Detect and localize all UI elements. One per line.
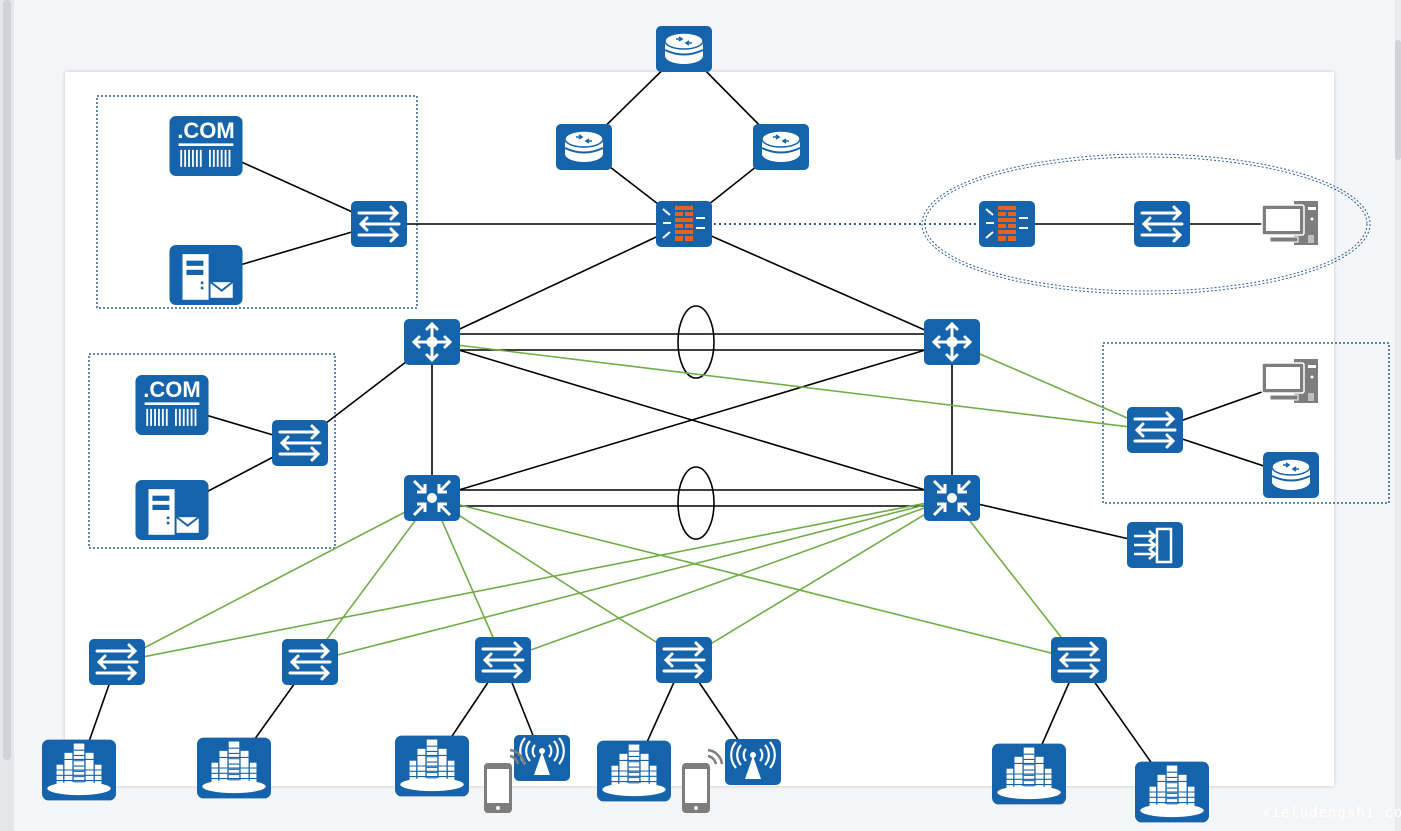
node-pc-branch[interactable] [1261, 359, 1319, 404]
right-scrollbar[interactable] [1395, 0, 1401, 831]
node-access-4[interactable] [656, 637, 712, 683]
node-building-2[interactable] [197, 737, 271, 799]
link-core-2-switch-branch [951, 341, 1156, 431]
building-icon [597, 740, 671, 802]
node-pc-remote[interactable] [1261, 201, 1319, 246]
mail-server-icon [135, 480, 209, 540]
node-router-branch[interactable] [1263, 452, 1319, 498]
link-agg-2-ips [951, 497, 1156, 546]
node-access-5[interactable] [1051, 637, 1107, 683]
switch-icon [272, 420, 328, 466]
right-scrollbar-thumb[interactable] [1395, 40, 1401, 160]
wireless-ap-icon [725, 739, 781, 785]
link-agg-2-access-3 [502, 497, 953, 661]
node-access-1[interactable] [89, 639, 145, 685]
link-agg-1-access-5 [431, 497, 1080, 661]
signal-icon [707, 748, 724, 765]
node-agg-2[interactable] [924, 475, 980, 521]
switch-icon [475, 637, 531, 683]
link-firewall-main-core-2 [683, 223, 953, 343]
firewall-icon [656, 201, 712, 247]
router-icon [556, 124, 612, 170]
link-agg-2-access-2 [309, 497, 953, 663]
node-building-3[interactable] [395, 735, 469, 797]
phone-icon [484, 763, 512, 813]
pc-icon [1261, 201, 1319, 246]
node-mail-server-1[interactable] [169, 245, 243, 305]
firewall-icon [979, 201, 1035, 247]
node-building-6[interactable] [1135, 761, 1209, 823]
node-router-right[interactable] [753, 124, 809, 170]
node-switch-remote[interactable] [1134, 201, 1190, 247]
node-mail-server-2[interactable] [135, 480, 209, 540]
node-phone-1[interactable] [484, 748, 526, 813]
node-firewall-remote[interactable] [979, 201, 1035, 247]
l3-switch-icon [404, 319, 460, 365]
node-access-3[interactable] [475, 637, 531, 683]
link-agg-1-access-4 [431, 497, 685, 661]
switch-icon [1051, 637, 1107, 683]
node-switch-dc1[interactable] [351, 201, 407, 247]
aggregation-switch-icon [924, 475, 980, 521]
dns-server-2-label: .COM [143, 377, 200, 402]
link-aggregation-marker [677, 305, 715, 379]
link-agg-2-access-4 [683, 497, 953, 661]
l3-switch-icon [924, 319, 980, 365]
node-building-4[interactable] [597, 740, 671, 802]
node-firewall-main[interactable] [656, 201, 712, 247]
link-agg-2-access-5 [951, 497, 1080, 661]
node-switch-branch[interactable] [1127, 407, 1183, 453]
building-icon [42, 739, 116, 801]
link-aggregation-marker [677, 466, 715, 540]
switch-icon [351, 201, 407, 247]
node-core-2[interactable] [924, 319, 980, 365]
left-scrollbar-thumb[interactable] [3, 0, 11, 760]
switch-icon [89, 639, 145, 685]
node-ips[interactable] [1127, 522, 1183, 568]
router-icon [656, 26, 712, 72]
building-icon [1135, 761, 1209, 823]
ips-icon [1127, 522, 1183, 568]
link-agg-1-access-3 [431, 497, 504, 661]
node-router-left[interactable] [556, 124, 612, 170]
node-agg-1[interactable] [404, 475, 460, 521]
node-ap-2[interactable] [725, 739, 781, 785]
node-access-2[interactable] [282, 639, 338, 685]
node-router-top[interactable] [656, 26, 712, 72]
router-icon [1263, 452, 1319, 498]
switch-icon [1134, 201, 1190, 247]
building-icon [992, 743, 1066, 805]
router-icon [753, 124, 809, 170]
node-switch-dc2[interactable] [272, 420, 328, 466]
switch-icon [656, 637, 712, 683]
link-agg-1-access-1 [116, 497, 433, 663]
link-agg-1-access-2 [309, 497, 433, 663]
signal-icon [509, 748, 526, 765]
pc-icon [1261, 359, 1319, 404]
link-core-2-agg-1 [431, 341, 953, 499]
link-core-1-switch-branch [431, 341, 1156, 431]
node-core-1[interactable] [404, 319, 460, 365]
link-firewall-main-core-1 [431, 223, 685, 343]
building-icon [197, 737, 271, 799]
group-remote-site [921, 153, 1371, 295]
building-icon [395, 735, 469, 797]
group-datacenter-1 [96, 95, 418, 309]
left-scrollbar[interactable] [0, 0, 14, 831]
mail-server-icon [169, 245, 243, 305]
node-building-1[interactable] [42, 739, 116, 801]
link-agg-2-access-1 [116, 497, 953, 663]
dns-server-1-label: .COM [177, 118, 234, 143]
switch-icon [1127, 407, 1183, 453]
switch-icon [282, 639, 338, 685]
node-phone-2[interactable] [682, 748, 724, 813]
aggregation-switch-icon [404, 475, 460, 521]
phone-icon [682, 763, 710, 813]
watermark: xieludengshi.com [1262, 805, 1401, 821]
node-building-5[interactable] [992, 743, 1066, 805]
